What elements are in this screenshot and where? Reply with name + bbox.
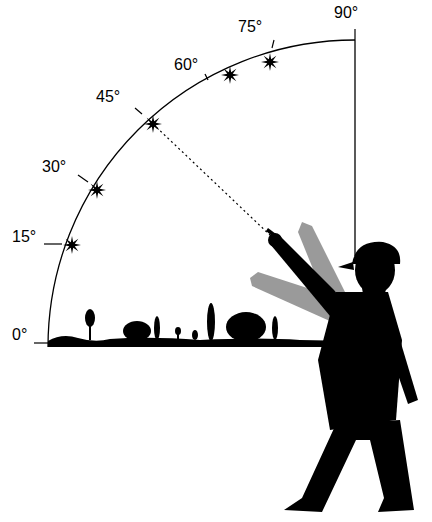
angle-ticks	[34, 29, 355, 343]
trees	[85, 303, 278, 342]
angle-label: 30°	[42, 158, 66, 176]
angle-label: 0°	[12, 326, 27, 344]
angle-label: 15°	[12, 228, 36, 246]
arm-positions	[250, 222, 345, 322]
star-markers	[63, 53, 279, 254]
sight-line	[153, 124, 272, 237]
angle-label: 60°	[174, 56, 198, 74]
angle-label: 75°	[238, 18, 262, 36]
ground	[48, 336, 355, 347]
angle-label: 45°	[96, 88, 120, 106]
man-silhouette	[266, 228, 418, 512]
angle-arc	[48, 40, 355, 347]
angle-label: 90°	[334, 4, 358, 22]
zenith-line	[354, 40, 355, 256]
